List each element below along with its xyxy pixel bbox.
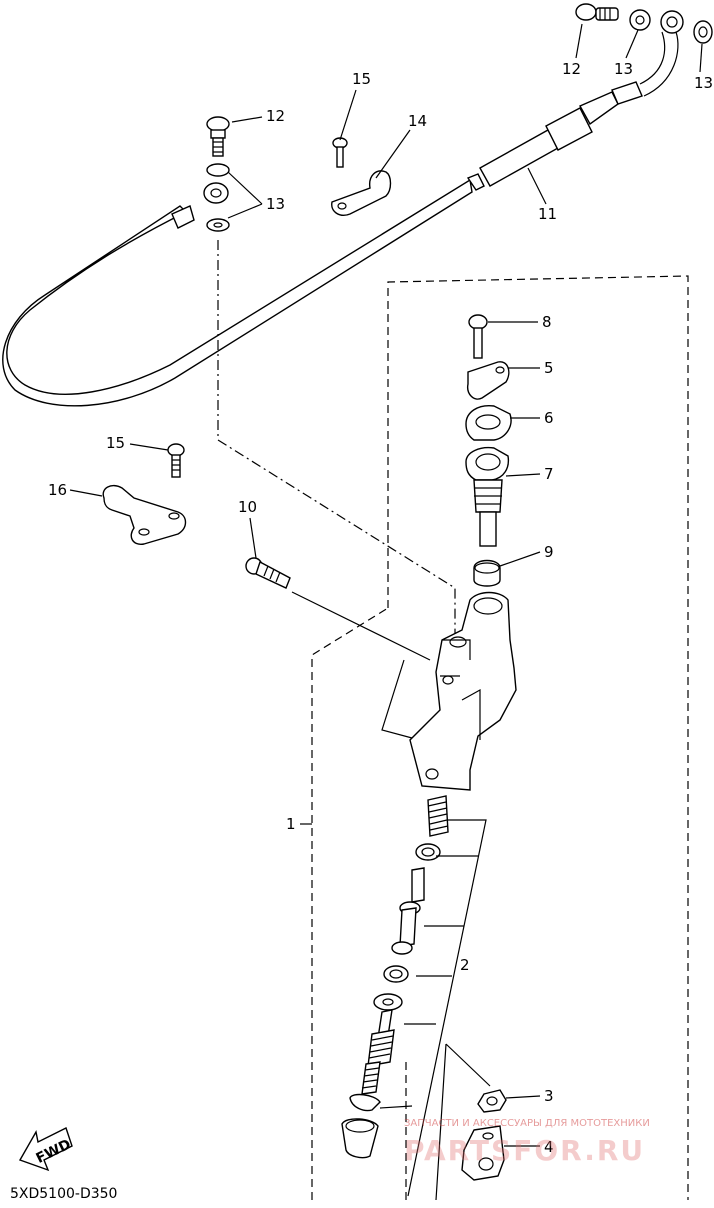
callout-13-left: 13 bbox=[266, 195, 285, 213]
union-bolt-top bbox=[575, 3, 619, 21]
leader-2-bracket bbox=[379, 819, 487, 1197]
leader-11 bbox=[527, 167, 547, 205]
leader-13-top-a bbox=[625, 29, 639, 59]
diaphragm-6 bbox=[465, 405, 512, 441]
watermark-line2: PARTSFOR.RU bbox=[404, 1134, 645, 1167]
union-bolt-left bbox=[206, 116, 230, 157]
callout-15-left: 15 bbox=[106, 434, 125, 452]
clevis-4 bbox=[461, 1125, 505, 1181]
screw-15-top bbox=[332, 137, 348, 168]
gasket-top-2-inner bbox=[698, 26, 708, 38]
bolt-10 bbox=[245, 557, 291, 589]
reservoir-cap-5 bbox=[467, 361, 510, 400]
fwd-arrow-icon: FWD bbox=[18, 1127, 74, 1172]
callout-4: 4 bbox=[544, 1138, 554, 1156]
leader-10 bbox=[249, 517, 257, 559]
screw-15-left bbox=[167, 443, 185, 478]
banjo-fitting-top-inner bbox=[666, 16, 678, 28]
callout-12-left: 12 bbox=[266, 107, 285, 125]
banjo-fitting-left-inner bbox=[210, 188, 222, 198]
brake-hose bbox=[2, 31, 679, 407]
assembly-line-bolt10 bbox=[291, 591, 431, 739]
banjo-fitting-left bbox=[203, 182, 229, 204]
callout-13-top-a: 13 bbox=[614, 60, 633, 78]
leader-15-left bbox=[129, 443, 169, 451]
callout-9: 9 bbox=[544, 543, 554, 561]
callout-2: 2 bbox=[460, 956, 470, 974]
callout-5: 5 bbox=[544, 359, 554, 377]
gasket-top-1-inner bbox=[635, 15, 645, 25]
callout-14: 14 bbox=[408, 112, 427, 130]
diagram-code: 5XD5100-D350 bbox=[10, 1186, 117, 1202]
reservoir-7 bbox=[465, 446, 510, 547]
leader-3 bbox=[505, 1095, 541, 1099]
grommet-9 bbox=[473, 559, 501, 587]
assembly-line-banjo bbox=[217, 240, 456, 634]
callout-10: 10 bbox=[238, 498, 257, 516]
callout-1: 1 bbox=[286, 815, 296, 833]
leader-9 bbox=[499, 551, 541, 567]
piston-kit-2 bbox=[341, 795, 449, 1159]
leader-12-left bbox=[231, 116, 263, 123]
leader-13-left bbox=[227, 171, 263, 219]
callout-13-top-b: 13 bbox=[694, 74, 713, 92]
callout-16: 16 bbox=[48, 481, 67, 499]
nut-3 bbox=[477, 1089, 507, 1113]
leader-13-top-b bbox=[699, 43, 703, 73]
hose-holder-14 bbox=[331, 170, 392, 216]
gasket-top-1 bbox=[629, 9, 651, 31]
callout-3: 3 bbox=[544, 1087, 554, 1105]
leader-12-top bbox=[575, 23, 583, 59]
assembly-boundary bbox=[311, 275, 689, 1200]
banjo-fitting-top bbox=[660, 10, 684, 34]
callout-15-top: 15 bbox=[352, 70, 371, 88]
leader-15-top bbox=[339, 89, 357, 141]
bolt-8 bbox=[468, 314, 488, 359]
gasket-left-2-inner bbox=[213, 222, 223, 228]
callout-6: 6 bbox=[544, 409, 554, 427]
gasket-left-1 bbox=[206, 163, 230, 177]
callout-7: 7 bbox=[544, 465, 554, 483]
leader-16 bbox=[69, 489, 103, 497]
master-cylinder-body bbox=[409, 591, 517, 791]
leader-7 bbox=[505, 473, 541, 477]
callout-12-top: 12 bbox=[562, 60, 581, 78]
hose-holder-16 bbox=[102, 484, 187, 545]
callout-11: 11 bbox=[538, 205, 557, 223]
callout-8: 8 bbox=[542, 313, 552, 331]
gasket-left-2 bbox=[206, 218, 230, 232]
leader-3-4-bracket bbox=[435, 1043, 491, 1201]
leader-14 bbox=[375, 129, 411, 179]
watermark-line1: ЗАПЧАСТИ И АКСЕССУАРЫ ДЛЯ МОТОТЕХНИКИ bbox=[404, 1118, 650, 1129]
gasket-top-2 bbox=[693, 20, 713, 44]
